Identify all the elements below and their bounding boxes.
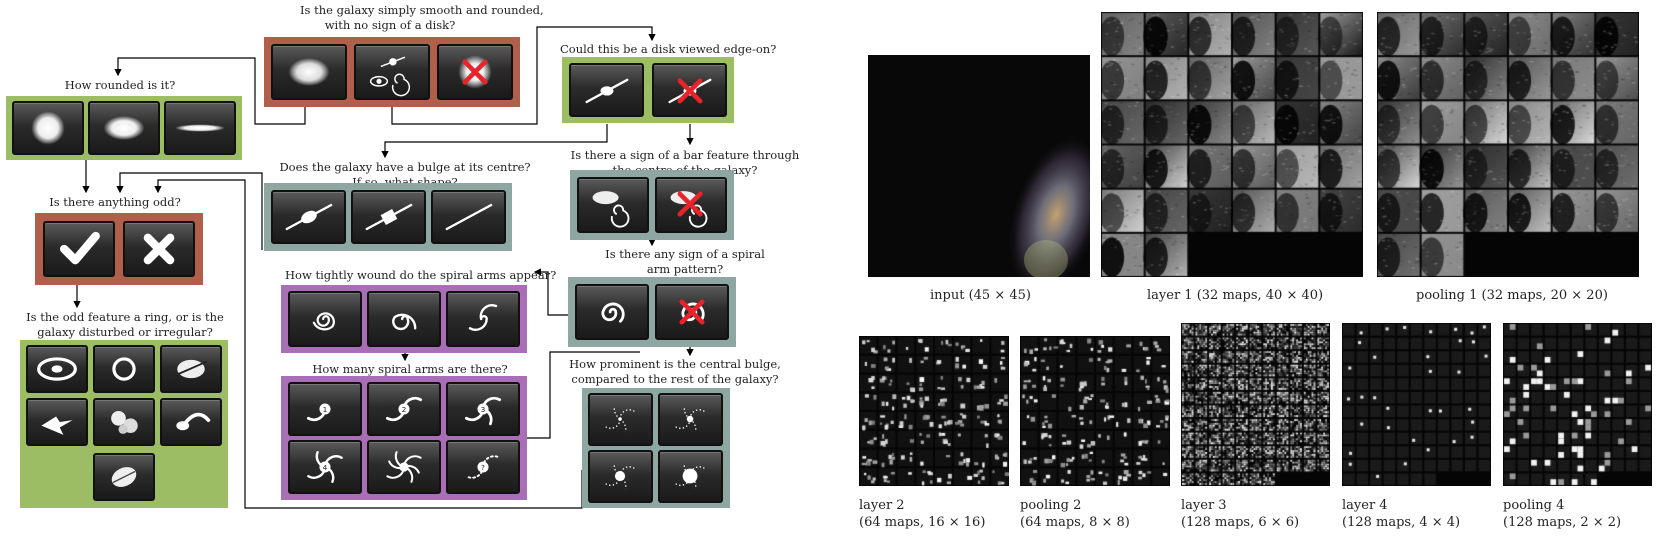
- panel-bulge-prominence: [582, 388, 730, 508]
- no-bar-icon[interactable]: [655, 177, 727, 233]
- check-icon[interactable]: [43, 221, 115, 277]
- ring-icon[interactable]: [26, 345, 88, 393]
- disturbed-icon[interactable]: [93, 453, 155, 501]
- arms-unknown-icon[interactable]: ?: [446, 440, 520, 494]
- question-arms: How many spiral arms are there?: [312, 362, 508, 376]
- rounded-bulge-icon[interactable]: [271, 190, 346, 244]
- panel-bar: [570, 170, 734, 240]
- caption-layer1: layer 1 (32 maps, 40 × 40): [1147, 288, 1324, 303]
- tight-spiral-icon[interactable]: [288, 291, 362, 347]
- just-noticeable-bulge-icon[interactable]: [658, 393, 723, 446]
- cigar-icon[interactable]: [164, 101, 236, 155]
- pooling2-maps: [1020, 336, 1170, 486]
- feature-map-texture: [859, 336, 1009, 486]
- pooling1-maps: [1377, 12, 1639, 277]
- spiral-icon[interactable]: [575, 284, 649, 340]
- caption-layer4: layer 4 (128 maps, 4 × 4): [1342, 498, 1461, 530]
- arms-many-icon[interactable]: [367, 440, 441, 494]
- question-spiral: Is there any sign of a spiral arm patter…: [605, 247, 765, 276]
- layer4-maps: [1342, 323, 1491, 486]
- dominant-bulge-icon[interactable]: [658, 450, 723, 503]
- feature-map-texture: [1101, 12, 1363, 277]
- panel-tightness: [281, 285, 527, 353]
- obvious-bulge-icon[interactable]: [588, 450, 653, 503]
- question-odd: Is there anything odd?: [49, 195, 181, 209]
- panel-bulge-shape: [264, 183, 512, 251]
- arms-4-icon[interactable]: 4: [288, 440, 362, 494]
- medium-spiral-icon[interactable]: [367, 291, 441, 347]
- panel-odd-feature: [20, 340, 228, 508]
- caption-pooling4: pooling 4 (128 maps, 2 × 2): [1503, 498, 1622, 530]
- bar-icon[interactable]: [577, 177, 649, 233]
- smooth-galaxy-icon[interactable]: [271, 44, 347, 100]
- input-image: [868, 55, 1090, 277]
- in-between-icon[interactable]: [88, 101, 160, 155]
- layer2-maps: [859, 336, 1009, 486]
- irregular-icon[interactable]: [26, 398, 88, 446]
- panel-edge-on: [562, 57, 734, 123]
- no-bulge-prominence-icon[interactable]: [588, 393, 653, 446]
- lens-icon[interactable]: [93, 345, 155, 393]
- arm-count-label: 2: [402, 405, 407, 414]
- feature-map-texture: [1181, 323, 1330, 486]
- panel-smooth-or-features: [264, 37, 520, 107]
- no-bulge-icon[interactable]: [431, 190, 506, 244]
- arms-2-icon[interactable]: 2: [367, 382, 441, 436]
- feature-map-texture: [1020, 336, 1170, 486]
- merger-icon[interactable]: [93, 398, 155, 446]
- caption-pooling2: pooling 2 (64 maps, 8 × 8): [1020, 498, 1130, 530]
- pooling4-maps: [1503, 323, 1652, 486]
- not-edge-on-icon[interactable]: [652, 63, 727, 117]
- arms-1-icon[interactable]: 1: [288, 382, 362, 436]
- dust-lane-icon[interactable]: [160, 345, 222, 393]
- loose-spiral-icon[interactable]: [446, 291, 520, 347]
- feature-map-texture: [1503, 323, 1652, 486]
- edge-on-icon[interactable]: [569, 63, 644, 117]
- question-rounded: How rounded is it?: [64, 78, 176, 92]
- star-artifact-icon[interactable]: [437, 44, 513, 100]
- caption-input: input (45 × 45): [930, 288, 1031, 303]
- tidal-debris-icon[interactable]: [160, 398, 222, 446]
- caption-pooling1: pooling 1 (32 maps, 20 × 20): [1416, 288, 1608, 303]
- arm-count-label: 3: [481, 405, 486, 414]
- caption-layer2: layer 2 (64 maps, 16 × 16): [859, 498, 986, 530]
- caption-layer3: layer 3 (128 maps, 6 × 6): [1181, 498, 1300, 530]
- feature-map-texture: [1377, 12, 1639, 277]
- no-spiral-icon[interactable]: [655, 284, 729, 340]
- panel-spiral: [568, 277, 736, 347]
- x-icon[interactable]: [123, 221, 195, 277]
- question-odd-feature: Is the odd feature a ring, or is the gal…: [26, 310, 224, 339]
- layer1-maps: [1101, 12, 1363, 277]
- arms-3-icon[interactable]: 3: [446, 382, 520, 436]
- layer3-maps: [1181, 323, 1330, 486]
- arm-count-label: 1: [323, 405, 328, 414]
- round-icon[interactable]: [12, 101, 84, 155]
- boxy-bulge-icon[interactable]: [351, 190, 426, 244]
- panel-how-rounded: [6, 96, 242, 160]
- question-tightness: How tightly wound do the spiral arms app…: [285, 268, 557, 282]
- panel-anything-odd: [35, 213, 203, 285]
- question-prominence: How prominent is the central bulge, comp…: [569, 357, 781, 386]
- question-edge-on: Could this be a disk viewed edge-on?: [560, 42, 777, 56]
- tree-connectors: [73, 26, 694, 509]
- feature-map-texture: [1342, 323, 1491, 486]
- panel-arm-count: 1 2 3 4 ?: [281, 376, 527, 500]
- features-galaxy-icon[interactable]: [354, 44, 430, 100]
- arm-count-label: ?: [481, 463, 485, 472]
- arm-count-label: 4: [323, 463, 328, 472]
